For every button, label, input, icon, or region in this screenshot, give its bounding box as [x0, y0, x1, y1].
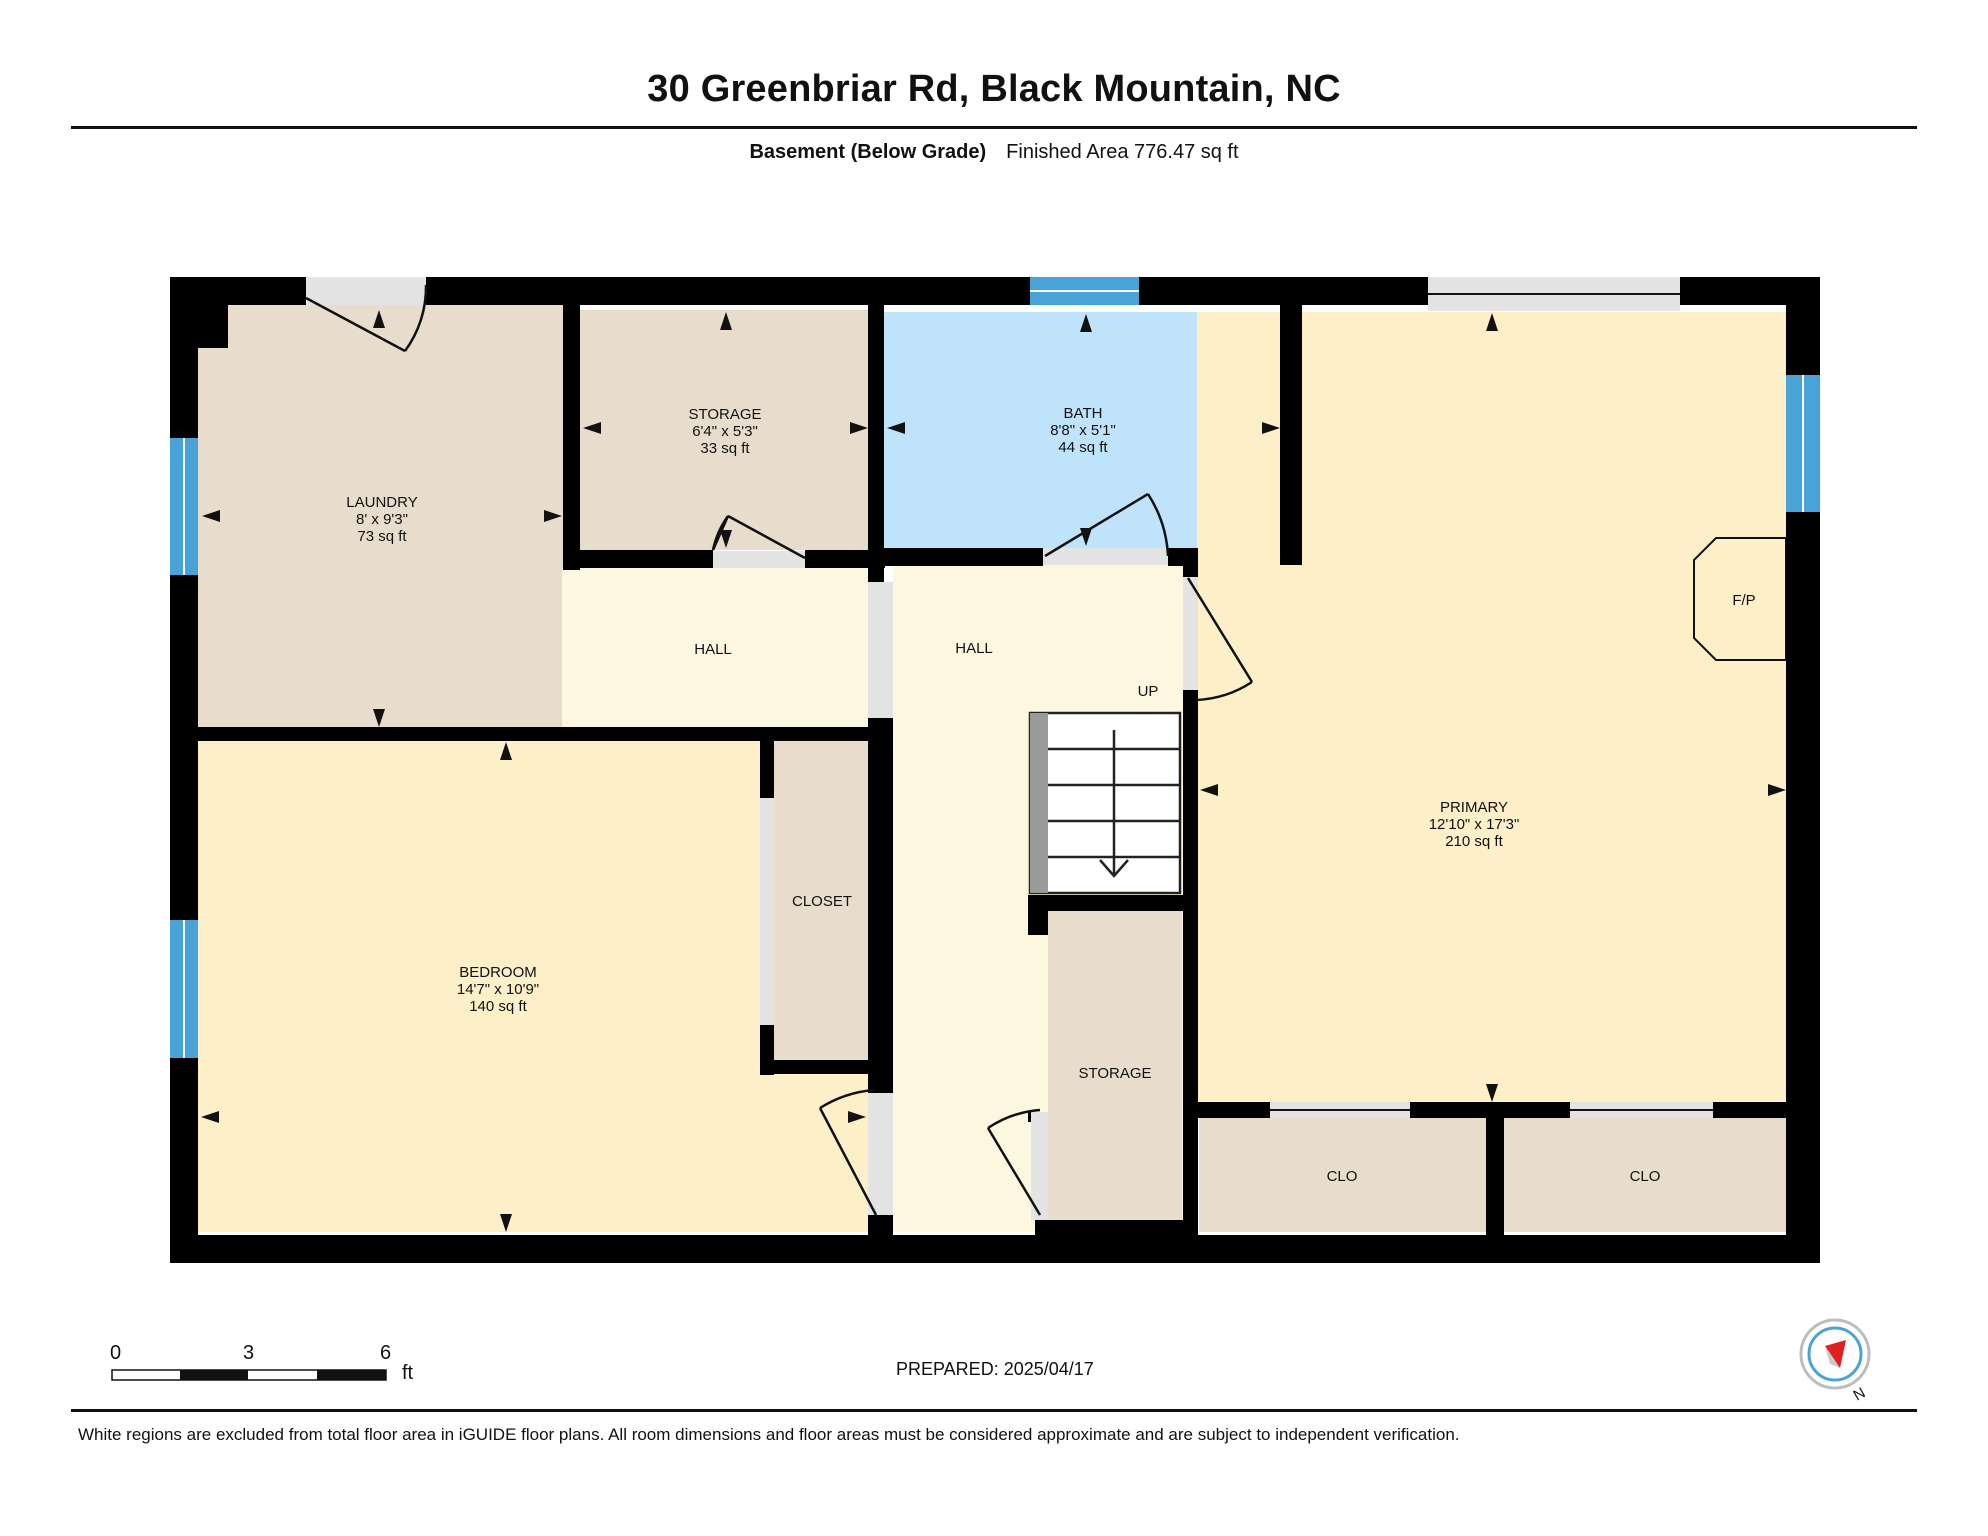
- hall-left-fill: [562, 568, 868, 728]
- primary-fill-ext: [1302, 312, 1402, 562]
- footer-rule: [71, 1409, 1917, 1412]
- scale-tick-0: 0: [110, 1342, 122, 1364]
- stairs-fill: [1030, 713, 1180, 893]
- primary-dims: 12'10" x 17'3": [1429, 816, 1520, 833]
- clo-left-fill: [1199, 1118, 1486, 1232]
- finished-area: Finished Area 776.47 sq ft: [1006, 141, 1239, 163]
- floor-subtitle: Basement (Below Grade) Finished Area 776.…: [0, 141, 1988, 164]
- storage-top-area: 33 sq ft: [700, 440, 750, 457]
- openings: [306, 277, 1713, 1220]
- compass-icon: N: [1799, 1318, 1871, 1404]
- bedroom-name: BEDROOM: [459, 964, 537, 981]
- fireplace-label: F/P: [1732, 592, 1755, 609]
- floor-level: Basement (Below Grade): [749, 141, 987, 163]
- title-rule: [71, 126, 1917, 129]
- storage-top-name: STORAGE: [688, 406, 761, 423]
- laundry-dims: 8' x 9'3": [356, 511, 408, 528]
- clo-left-label: CLO: [1327, 1168, 1358, 1185]
- bedroom-dims: 14'7" x 10'9": [457, 981, 539, 998]
- bath-area: 44 sq ft: [1058, 439, 1108, 456]
- laundry-area: 73 sq ft: [357, 528, 407, 545]
- primary-area: 210 sq ft: [1445, 833, 1503, 850]
- bedroom-area: 140 sq ft: [469, 998, 527, 1015]
- scale-tick-6: 6: [380, 1342, 392, 1364]
- room-labels: LAUNDRY 8' x 9'3" 73 sq ft STORAGE 6'4" …: [346, 405, 1755, 1185]
- storage-top-fill: [580, 310, 869, 550]
- stairs-up-label: UP: [1138, 683, 1159, 700]
- laundry-name: LAUNDRY: [346, 494, 417, 511]
- bath-name: BATH: [1064, 405, 1103, 422]
- page-title: 30 Greenbriar Rd, Black Mountain, NC: [647, 68, 1341, 110]
- prepared-date: PREPARED: 2025/04/17: [896, 1359, 1094, 1379]
- primary-name: PRIMARY: [1440, 799, 1508, 816]
- hall-left-label: HALL: [694, 641, 732, 658]
- scale-tick-3: 3: [243, 1342, 255, 1364]
- storage-top-dims: 6'4" x 5'3": [692, 423, 758, 440]
- footer-disclaimer: White regions are excluded from total fl…: [78, 1425, 1460, 1444]
- bath-dims: 8'8" x 5'1": [1050, 422, 1116, 439]
- bedroom-fill: [198, 740, 869, 1232]
- laundry-fill: [198, 305, 565, 727]
- closet-fill: [774, 740, 869, 1060]
- closet-label: CLOSET: [792, 893, 852, 910]
- scale-unit: ft: [402, 1362, 414, 1384]
- compass-north-label: N: [1851, 1384, 1869, 1404]
- storage-bottom-fill: [1048, 910, 1182, 1232]
- hall-center-label: HALL: [955, 640, 993, 657]
- clo-right-fill: [1504, 1118, 1786, 1232]
- scale-bar: [111, 1369, 387, 1381]
- door-swings: [305, 284, 1254, 1216]
- storage-bottom-label: STORAGE: [1078, 1065, 1151, 1082]
- clo-right-label: CLO: [1630, 1168, 1661, 1185]
- stairs: [1028, 711, 1182, 895]
- room-fills: [198, 305, 1787, 1232]
- dimension-arrows: [201, 310, 1786, 1232]
